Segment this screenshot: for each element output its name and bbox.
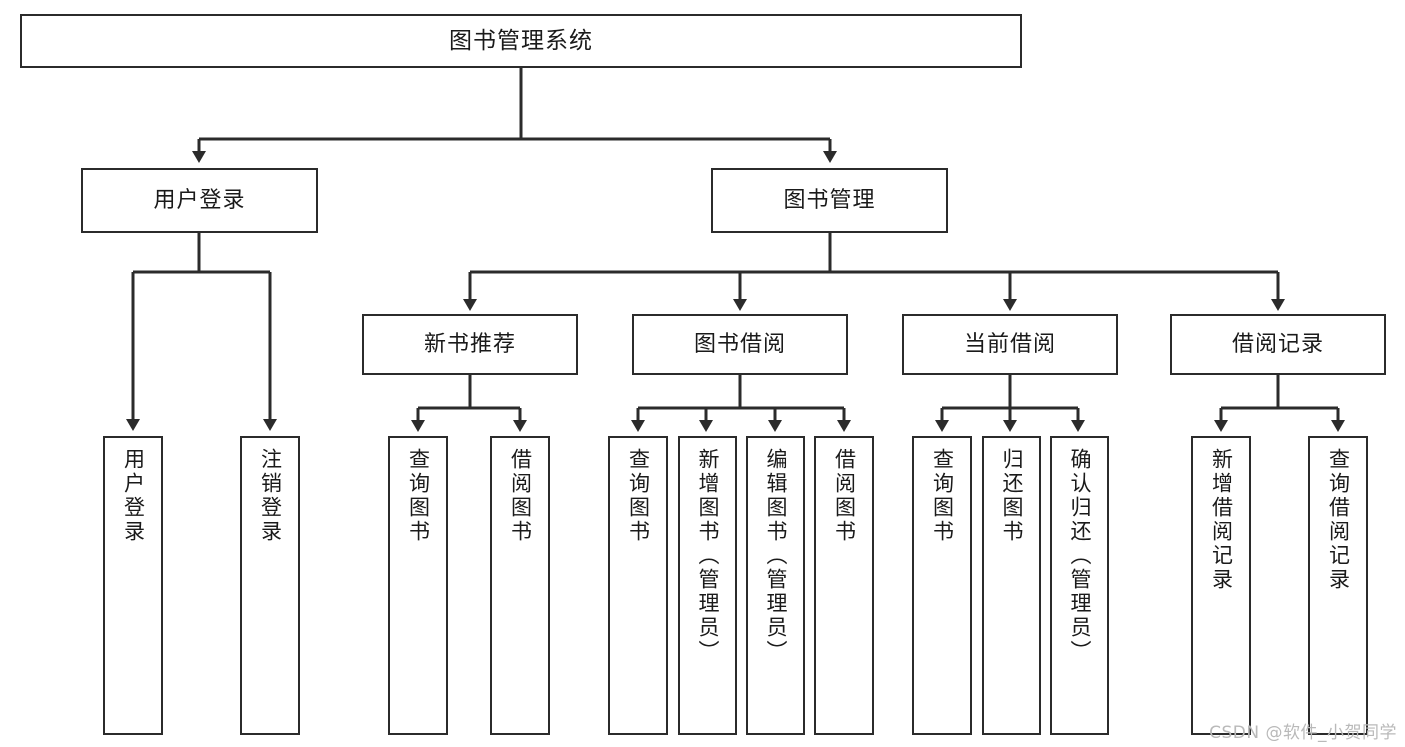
leaf-add-record-label: 新增借阅记录 — [1209, 448, 1234, 592]
leaf-query-record[interactable]: 查询借阅记录 — [1308, 436, 1368, 735]
leaf-borrow-book-1-label: 借阅图书 — [508, 448, 533, 544]
leaf-borrow-book-2-label: 借阅图书 — [832, 448, 857, 544]
leaf-edit-book-label: 编辑图书（管理员） — [763, 448, 788, 664]
node-book-management[interactable]: 图书管理 — [711, 168, 948, 233]
watermark: CSDN @软件_小贺同学 — [1209, 723, 1397, 743]
node-user-login[interactable]: 用户登录 — [81, 168, 318, 233]
node-borrow-record[interactable]: 借阅记录 — [1170, 314, 1386, 375]
leaf-edit-book[interactable]: 编辑图书（管理员） — [746, 436, 805, 735]
leaf-confirm-return-label: 确认归还（管理员） — [1067, 448, 1092, 664]
node-user-login-label: 用户登录 — [153, 187, 246, 213]
node-new-book-recommend-label: 新书推荐 — [423, 331, 516, 357]
leaf-borrow-book-1[interactable]: 借阅图书 — [490, 436, 550, 735]
leaf-query-book-2[interactable]: 查询图书 — [608, 436, 668, 735]
node-current-borrow-label: 当前借阅 — [963, 331, 1056, 357]
leaf-logout-login-label: 注销登录 — [258, 448, 283, 544]
node-root-label: 图书管理系统 — [449, 27, 593, 54]
leaf-query-book-3-label: 查询图书 — [930, 448, 955, 544]
leaf-query-book-1-label: 查询图书 — [406, 448, 431, 544]
leaf-user-login[interactable]: 用户登录 — [103, 436, 163, 735]
leaf-logout-login[interactable]: 注销登录 — [240, 436, 300, 735]
node-root[interactable]: 图书管理系统 — [20, 14, 1022, 68]
leaf-query-book-3[interactable]: 查询图书 — [912, 436, 972, 735]
leaf-return-book-label: 归还图书 — [999, 448, 1024, 544]
leaf-borrow-book-2[interactable]: 借阅图书 — [814, 436, 874, 735]
leaf-user-login-label: 用户登录 — [121, 448, 146, 544]
node-book-borrow-label: 图书借阅 — [693, 331, 786, 357]
leaf-confirm-return[interactable]: 确认归还（管理员） — [1050, 436, 1109, 735]
node-new-book-recommend[interactable]: 新书推荐 — [362, 314, 578, 375]
node-current-borrow[interactable]: 当前借阅 — [902, 314, 1118, 375]
leaf-query-book-1[interactable]: 查询图书 — [388, 436, 448, 735]
node-book-management-label: 图书管理 — [783, 187, 876, 213]
leaf-add-record[interactable]: 新增借阅记录 — [1191, 436, 1251, 735]
node-borrow-record-label: 借阅记录 — [1231, 331, 1324, 357]
leaf-add-book-label: 新增图书（管理员） — [695, 448, 720, 664]
leaf-add-book[interactable]: 新增图书（管理员） — [678, 436, 737, 735]
node-book-borrow[interactable]: 图书借阅 — [632, 314, 848, 375]
leaf-query-record-label: 查询借阅记录 — [1326, 448, 1351, 592]
leaf-query-book-2-label: 查询图书 — [626, 448, 651, 544]
leaf-return-book[interactable]: 归还图书 — [982, 436, 1041, 735]
